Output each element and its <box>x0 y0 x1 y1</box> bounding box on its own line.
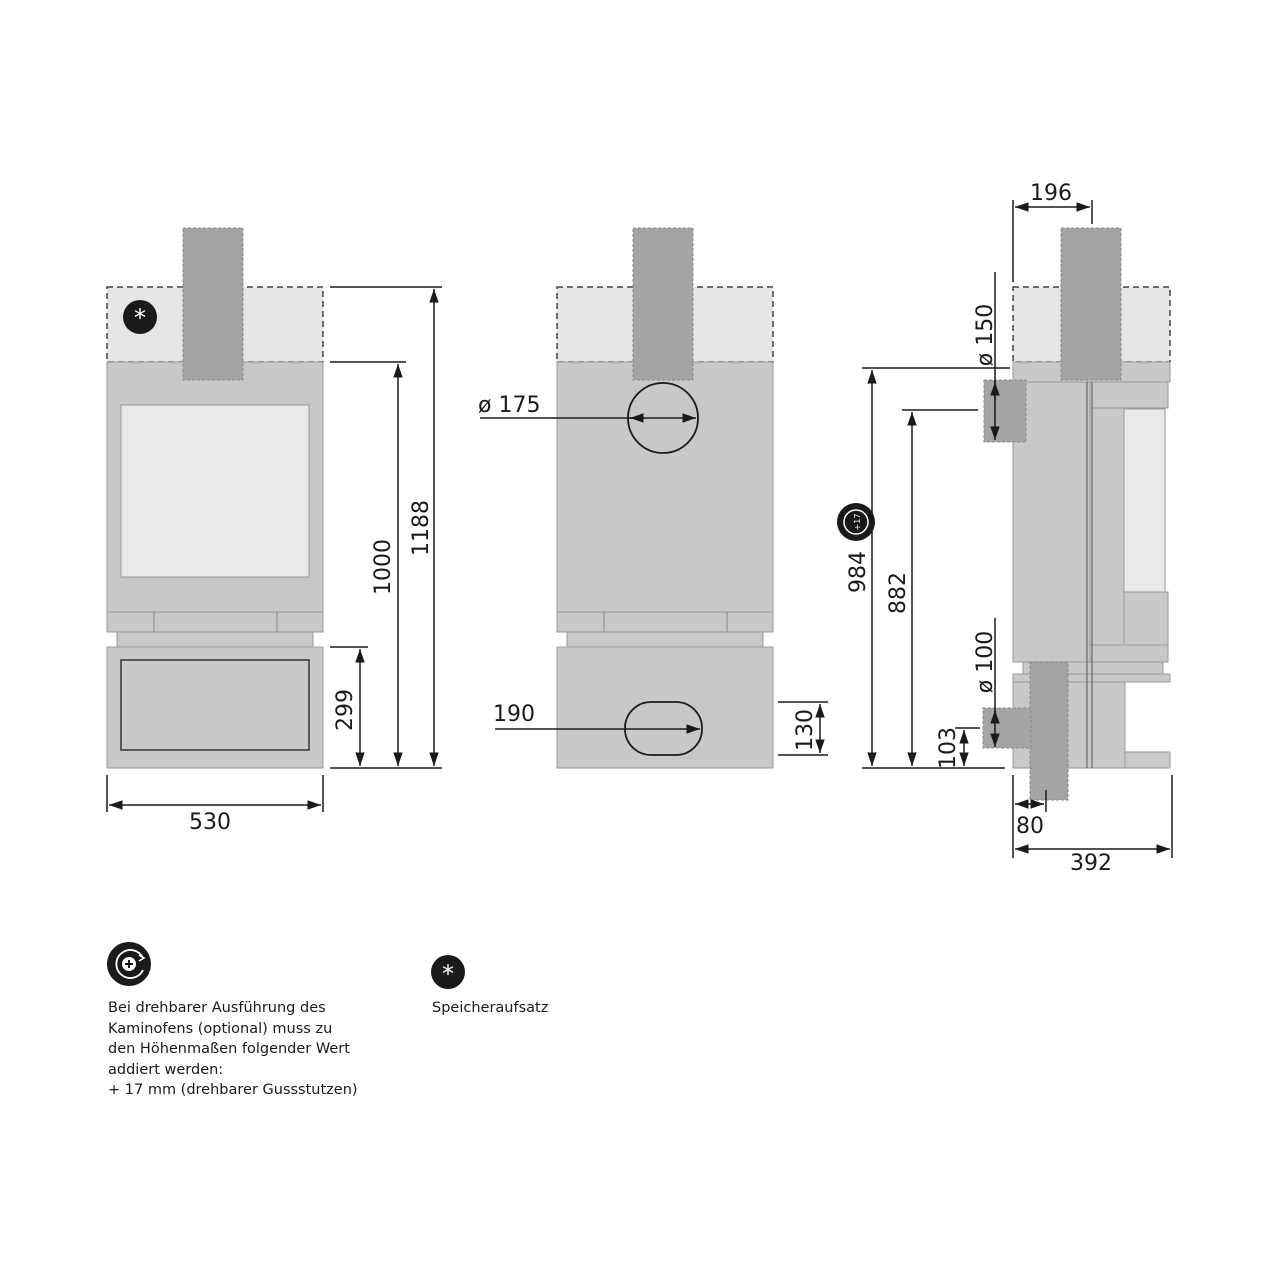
back-view: ø 175 190 130 <box>478 227 828 769</box>
legend-line: + 17 mm (drehbarer Gussstutzen) <box>108 1082 358 1098</box>
dim-height-984: 984 <box>846 551 871 593</box>
flue-outlet-side <box>983 379 1027 443</box>
base-door <box>120 659 310 751</box>
dim-air-height: 103 <box>936 727 961 769</box>
legend-line: addiert werden: <box>108 1061 224 1078</box>
dim-air-inlet-width: 190 <box>493 702 535 727</box>
air-duct-vertical <box>1029 661 1069 801</box>
dim-height-base: 299 <box>333 689 358 731</box>
dim-air-inlet-height: 130 <box>793 709 818 751</box>
legend-line: den Höhenmaßen folgender Wert <box>108 1041 350 1057</box>
legend-asterisk-icon: * <box>431 955 465 989</box>
flue-pipe <box>182 227 244 381</box>
legend-rotation-text: Bei drehbarer Ausführung des Kaminofens … <box>108 998 358 1101</box>
legend-storage-label: Speicheraufsatz <box>432 1000 549 1016</box>
dim-flue-diameter-side: ø 150 <box>973 304 998 366</box>
air-duct-horizontal <box>982 707 1032 749</box>
legend-rotate-plus-icon <box>107 942 151 986</box>
svg-text:+17: +17 <box>853 514 862 531</box>
dim-height-882: 882 <box>886 572 911 614</box>
front-view: * 1188 1000 299 530 <box>106 227 442 835</box>
svg-text:*: * <box>442 960 454 988</box>
dim-height-body: 1000 <box>371 539 396 595</box>
rotate-plus-icon: +17 <box>837 503 875 541</box>
dim-flue-diameter: ø 175 <box>478 393 540 418</box>
plinth <box>116 631 314 648</box>
dim-air-offset: 80 <box>1016 814 1044 839</box>
asterisk-icon: * <box>123 300 157 334</box>
dim-depth: 392 <box>1070 851 1112 876</box>
dim-air-diameter: ø 100 <box>973 631 998 693</box>
svg-text:*: * <box>134 304 146 332</box>
fire-window <box>120 404 310 578</box>
dim-flue-offset: 196 <box>1030 181 1072 206</box>
dim-width: 530 <box>189 810 231 835</box>
dim-height-total: 1188 <box>409 500 434 556</box>
legend-line: Bei drehbarer Ausführung des <box>108 1000 326 1016</box>
side-view: 196 ø 150 ø 100 984 882 103 +17 80 392 <box>837 181 1173 876</box>
ash-drawer-bar <box>106 611 324 633</box>
legend-line: Kaminofens (optional) muss zu <box>108 1020 333 1037</box>
